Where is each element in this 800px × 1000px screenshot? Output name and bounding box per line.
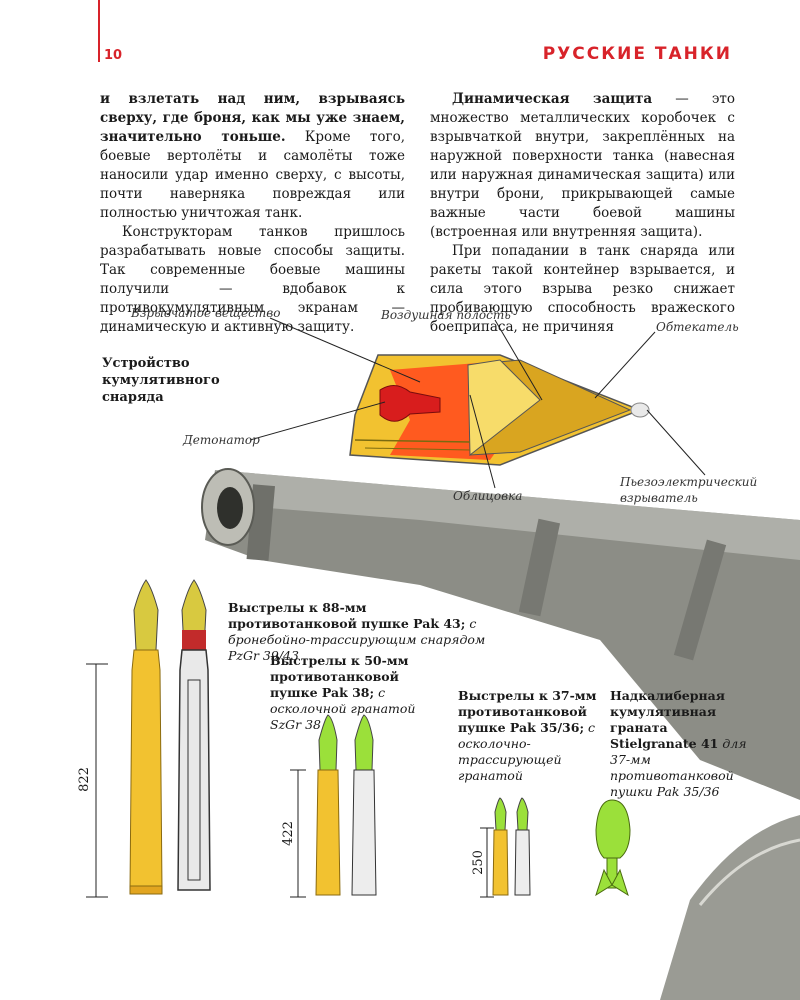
label-air-cavity: Воздушная полость (381, 308, 511, 322)
caption-37mm-bold: Выстрелы к 37-мм противотанковой пушке P… (458, 688, 597, 735)
paragraph: и взлетать над ним, взрываясь сверху, гд… (100, 90, 405, 223)
text-column-right: Динамическая защита — это множество мета… (430, 90, 735, 337)
label-liner: Облицовка (453, 489, 523, 503)
label-detonator: Детонатор (183, 433, 260, 447)
dimension-markers (86, 663, 494, 898)
caption-37mm: Выстрелы к 37-мм противотанковой пушке P… (458, 688, 598, 784)
label-piezo-fuze: Пьезоэлектрический взрыватель (620, 475, 758, 505)
caption-stielgranate: Надкалиберная кумулятивная граната Stiel… (610, 688, 750, 800)
label-fairing: Обтекатель (656, 320, 739, 334)
shell-diagram (349, 354, 650, 466)
round-88mm-section (177, 579, 211, 891)
paragraph: Динамическая защита — это множество мета… (430, 90, 735, 242)
diagram-title: Устройство кумулятивного снаряда (102, 356, 220, 405)
round-37mm-section (514, 797, 531, 896)
caption-50mm-italic: с осколочной гранатой SzGr 38 (270, 685, 416, 732)
dimension-label-50mm: 422 (280, 821, 296, 846)
caption-50mm-bold: Выстрелы к 50-мм противотанковой пушке P… (270, 653, 409, 700)
round-50mm-complete (315, 714, 341, 896)
round-37mm-complete (492, 797, 509, 896)
header-red-rule (98, 0, 100, 62)
dimension-label-37mm: 250 (470, 850, 486, 875)
label-leaders (249, 317, 706, 489)
paragraph: Конструкторам танков пришлось разрабатыв… (100, 224, 405, 335)
caption-50mm: Выстрелы к 50-мм противотанковой пушке P… (270, 653, 450, 733)
label-explosive: Взрывчатое вещество (131, 306, 281, 320)
bold-lead: и взлетать над ним, взрываясь сверху, гд… (100, 91, 405, 145)
caption-37mm-italic: с осколочно-трассирующей гранатой (458, 720, 596, 783)
dimension-label-88mm: 822 (76, 767, 92, 792)
running-title: РУССКИЕ ТАНКИ (542, 44, 732, 64)
text-column-left: и взлетать над ним, взрываясь сверху, гд… (100, 90, 405, 337)
caption-88mm-italic: с бронебойно-трассирующим снарядом PzGr … (228, 616, 486, 663)
caption-88mm-bold: Выстрелы к 88-мм противотанковой пушке P… (228, 600, 466, 631)
caption-88mm: Выстрелы к 88-мм противотанковой пушке P… (228, 600, 488, 664)
caption-stielgranate-bold: Надкалиберная кумулятивная граната Stiel… (610, 688, 725, 751)
gun-barrel-illustration (201, 468, 800, 1000)
paragraph-text: Кроме того, боевые вертолёты и самолёты … (100, 129, 405, 221)
round-50mm-section (351, 714, 377, 896)
paragraph-text: — это множество металлических коробочек … (430, 91, 735, 240)
paragraph: При попадании в танк снаряда или ракеты … (430, 243, 735, 335)
round-88mm-complete (129, 579, 163, 895)
stielgranate-illustration (595, 799, 631, 897)
caption-stielgranate-italic: для 37-мм противотанковой пушки Pak 35/3… (610, 736, 747, 799)
term-dynamic-protection: Динамическая защита (452, 91, 653, 107)
page-number: 10 (104, 48, 123, 63)
